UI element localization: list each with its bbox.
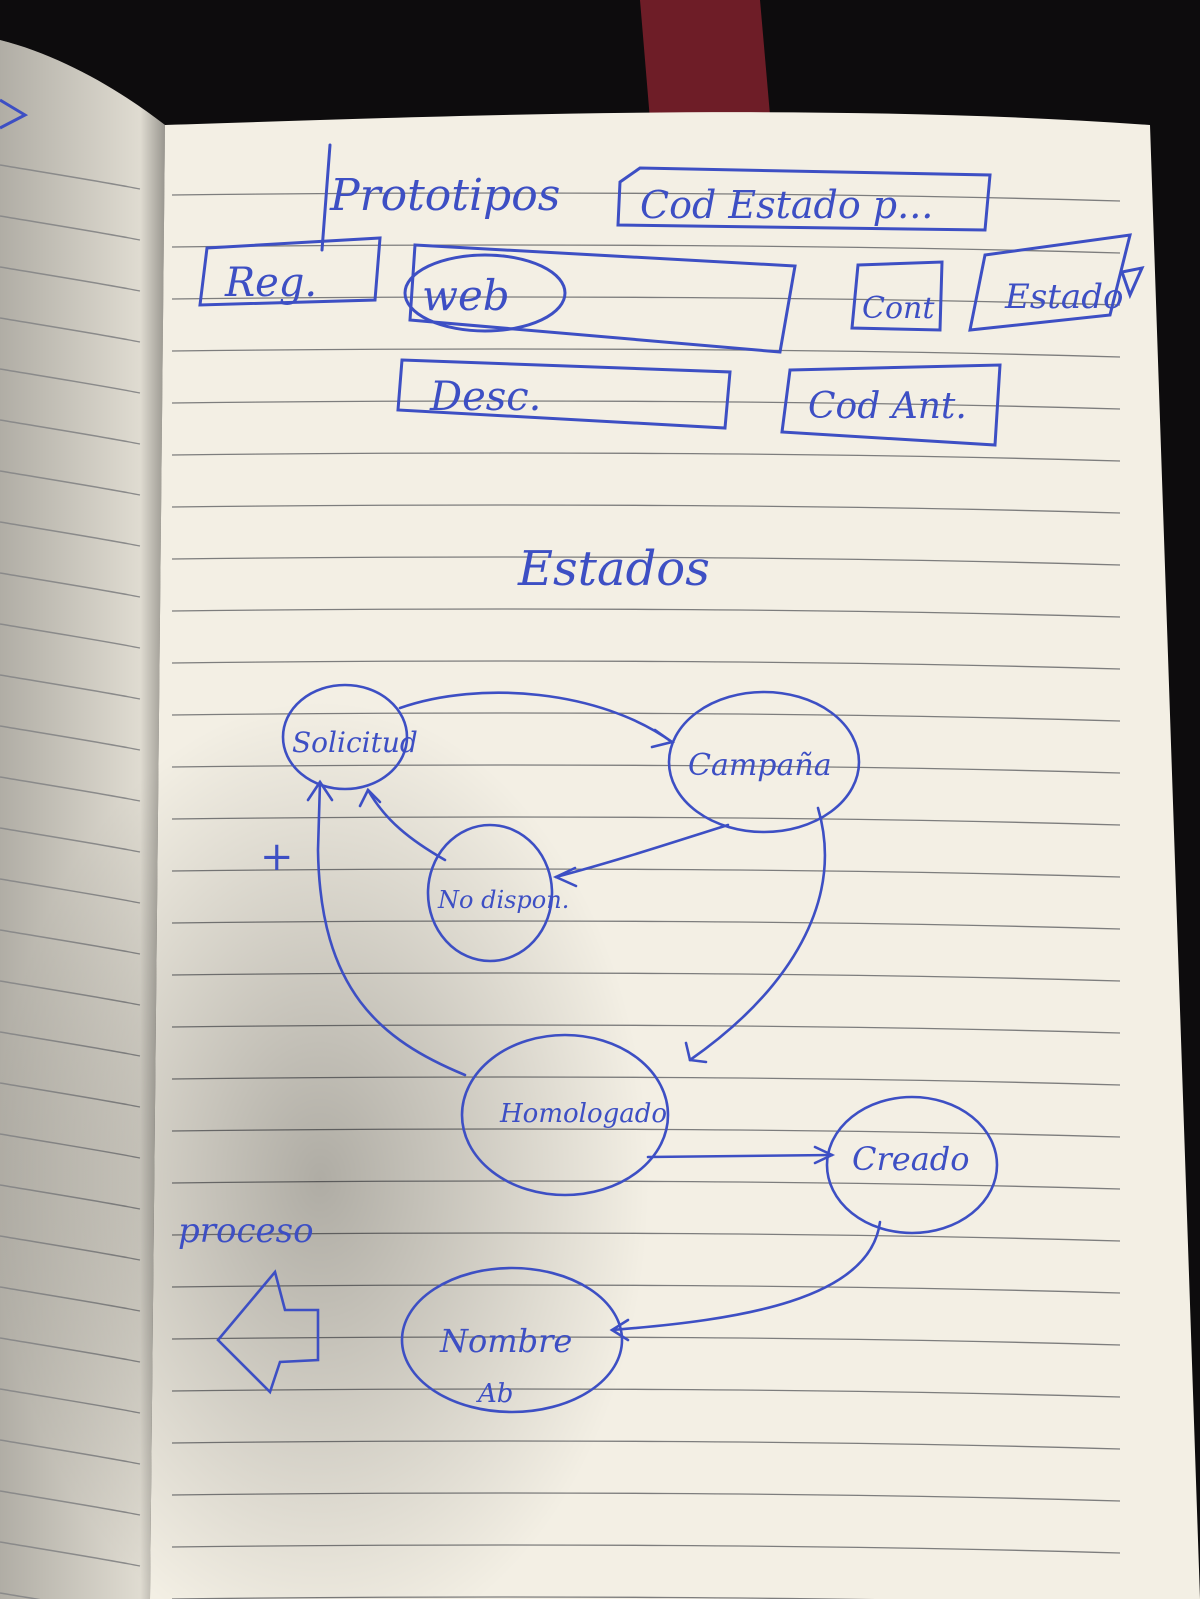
ruled-line xyxy=(0,368,141,394)
field-cod-ant-label: Cod Ant. xyxy=(808,386,967,427)
state-no-disponible-circle xyxy=(426,823,554,963)
state-creado-label: Creado xyxy=(852,1140,970,1178)
state-nombre-label: Nombre xyxy=(439,1322,572,1360)
ruled-line xyxy=(0,725,141,751)
state-campaña-label: Campaña xyxy=(688,748,832,783)
ruled-line xyxy=(171,608,1121,618)
ruled-line xyxy=(0,623,141,649)
field-box-cod-ant xyxy=(780,363,1002,447)
field-web-label: web xyxy=(422,271,510,320)
arrow-no-disponible-to-solicitud xyxy=(366,788,447,862)
field-estado-label: Estado xyxy=(1004,277,1123,317)
arrow-solicitud-to-campaña xyxy=(398,691,674,744)
field-top-right-label: Cod Estado p... xyxy=(640,183,933,227)
prototype-sketch xyxy=(198,143,1145,447)
field-reg-label: Reg. xyxy=(224,260,317,306)
state-homologado-circle xyxy=(460,1033,670,1197)
ruled-line xyxy=(0,419,141,445)
ruled-line xyxy=(0,470,141,496)
ruled-line xyxy=(0,317,141,343)
arrow-homologado-to-solicitud xyxy=(316,780,467,1077)
arrow-campaña-to-homologado xyxy=(688,806,827,1062)
title-note: Prototipos xyxy=(329,170,560,221)
state-no-disponible-label: No dispon. xyxy=(437,886,569,914)
state-nombre-circle xyxy=(400,1266,624,1414)
ruled-line xyxy=(171,556,1121,566)
ruled-line xyxy=(171,192,1121,202)
title-stem xyxy=(320,143,332,252)
ruled-line xyxy=(0,1592,41,1599)
ruled-line xyxy=(0,521,141,547)
red-strap xyxy=(640,0,770,120)
arrow-creado-to-nombre xyxy=(610,1220,882,1332)
field-cont-label: Cont xyxy=(862,291,935,326)
arrow-campaña-to-no-disponible xyxy=(554,823,730,879)
state-solicitud-label: Solicitud xyxy=(292,726,418,759)
field-box-estado xyxy=(968,233,1132,332)
ruled-line xyxy=(171,296,1121,306)
ruled-line xyxy=(171,452,1121,462)
state-creado-circle xyxy=(825,1095,999,1235)
ruled-line xyxy=(171,244,1121,254)
ruled-line xyxy=(0,164,141,190)
state-diagram xyxy=(216,683,999,1414)
field-box-cont xyxy=(850,260,944,332)
ruled-line xyxy=(171,504,1121,514)
state-solicitud-circle xyxy=(281,683,409,791)
hand-shadow xyxy=(0,700,650,1599)
section-title: Estados xyxy=(517,541,710,597)
field-box-web xyxy=(408,243,797,354)
web-circle xyxy=(403,253,567,333)
state-nombre-sublabel: Ab xyxy=(476,1379,513,1409)
ruled-line xyxy=(0,266,141,292)
state-campaña-circle xyxy=(667,690,861,834)
field-desc-label: Desc. xyxy=(429,374,541,420)
ruled-line xyxy=(171,660,1121,670)
arrow-homologado-to-creado xyxy=(646,1153,834,1159)
ruled-line xyxy=(171,348,1121,358)
ruled-line xyxy=(0,215,141,241)
ruled-line xyxy=(0,674,141,700)
big-arrow-left xyxy=(216,1269,320,1395)
arrow-doodle xyxy=(0,98,29,130)
state-homologado-label: Homologado xyxy=(499,1099,667,1129)
estado-dropdown-icon xyxy=(1120,265,1145,300)
field-box-desc xyxy=(396,358,732,430)
field-box-top-right xyxy=(616,166,992,232)
side-note: proceso xyxy=(178,1211,314,1251)
plus-mark: + xyxy=(260,834,294,880)
ruled-line xyxy=(0,572,141,598)
